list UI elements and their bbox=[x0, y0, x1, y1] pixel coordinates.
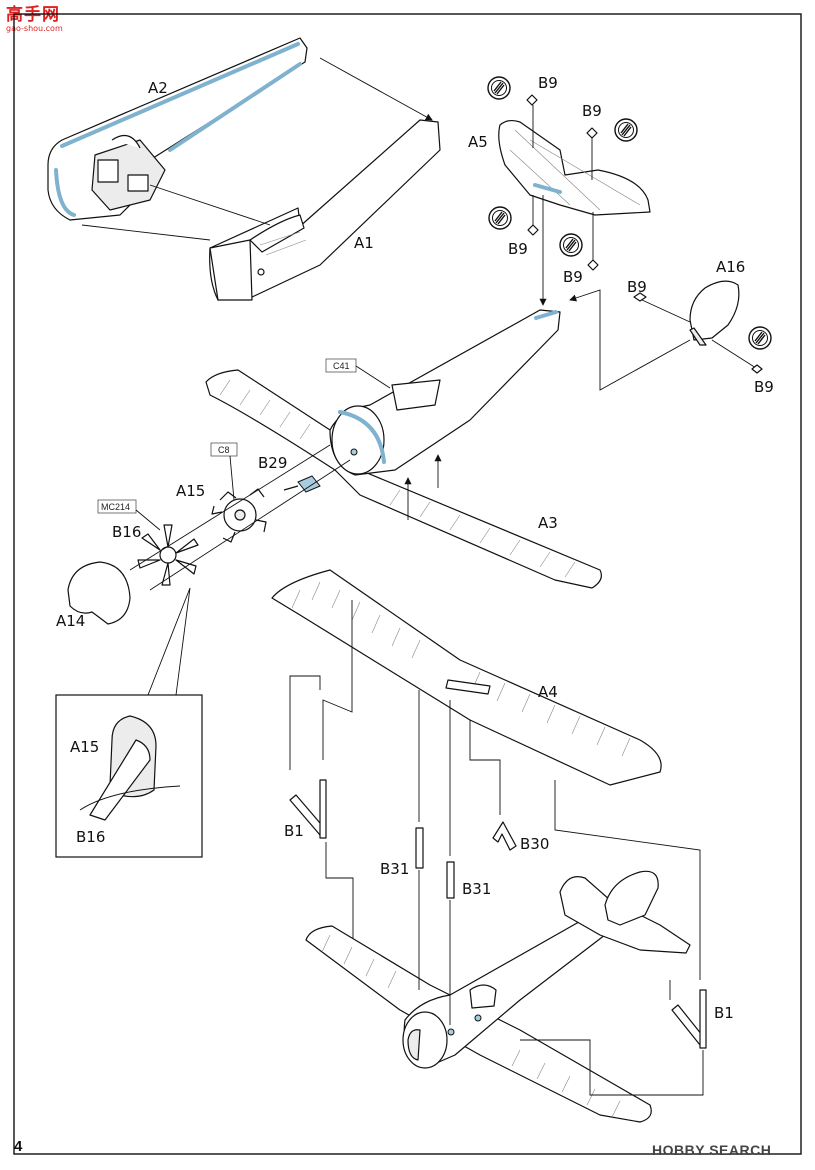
label-b1-right: B1 bbox=[714, 1004, 734, 1022]
logo-text: 高手网 bbox=[6, 5, 60, 25]
label-b9-4: B9 bbox=[563, 268, 583, 286]
label-a1: A1 bbox=[354, 234, 374, 252]
label-b31-a: B31 bbox=[380, 860, 409, 878]
page-frame bbox=[13, 13, 802, 1155]
label-a15: A15 bbox=[176, 482, 205, 500]
part-b30 bbox=[492, 821, 517, 851]
label-a5: A5 bbox=[468, 133, 488, 151]
label-b9-3: B9 bbox=[508, 240, 528, 258]
glue-icon bbox=[487, 76, 511, 100]
label-b9-2: B9 bbox=[582, 102, 602, 120]
tail-assembly bbox=[487, 76, 772, 391]
ref-box-mc214: MC214 bbox=[101, 502, 130, 512]
part-a2 bbox=[47, 37, 308, 221]
part-a4 bbox=[271, 569, 662, 786]
ref-box-c41: C41 bbox=[333, 361, 350, 371]
part-a15-engine bbox=[211, 488, 267, 543]
label-b16: B16 bbox=[112, 523, 141, 541]
glue-icon bbox=[559, 233, 583, 257]
part-b16-propeller bbox=[137, 524, 199, 586]
ref-box-c8: C8 bbox=[218, 445, 230, 455]
label-a3: A3 bbox=[538, 514, 558, 532]
label-b9-1: B9 bbox=[538, 74, 558, 92]
part-b9-pins bbox=[526, 94, 763, 374]
rudder-assembled bbox=[604, 870, 659, 926]
label-b9-6: B9 bbox=[754, 378, 774, 396]
part-a3 bbox=[205, 369, 602, 589]
watermark: HOBBY SEARCH bbox=[652, 1142, 772, 1158]
label-b31-b: B31 bbox=[462, 880, 491, 898]
assembled-airframe bbox=[305, 842, 704, 1123]
glue-icon bbox=[488, 206, 512, 230]
part-b31-b bbox=[446, 861, 455, 899]
label-a14: A14 bbox=[56, 612, 85, 630]
site-logo: 高手网 gao-shou.com bbox=[6, 6, 72, 40]
page-number: 4 bbox=[14, 1138, 23, 1155]
part-b31-a bbox=[415, 827, 424, 869]
inset-label-a15: A15 bbox=[70, 738, 99, 756]
label-b30: B30 bbox=[520, 835, 549, 853]
part-b29 bbox=[297, 475, 321, 493]
fuselage-assembly-step bbox=[47, 37, 441, 301]
label-b29: B29 bbox=[258, 454, 287, 472]
label-b1-left: B1 bbox=[284, 822, 304, 840]
logo-url: gao-shou.com bbox=[6, 24, 63, 33]
detail-inset bbox=[55, 587, 203, 858]
fuselage-wing-step bbox=[67, 309, 602, 625]
inset-label-b16: B16 bbox=[76, 828, 105, 846]
part-a14 bbox=[67, 561, 131, 625]
upper-wing-step bbox=[271, 569, 707, 1049]
part-a16 bbox=[689, 280, 740, 341]
label-a4: A4 bbox=[538, 683, 558, 701]
label-a16: A16 bbox=[716, 258, 745, 276]
label-a2: A2 bbox=[148, 79, 168, 97]
label-b9-5: B9 bbox=[627, 278, 647, 296]
glue-icon bbox=[748, 326, 772, 350]
glue-icon bbox=[614, 118, 638, 142]
